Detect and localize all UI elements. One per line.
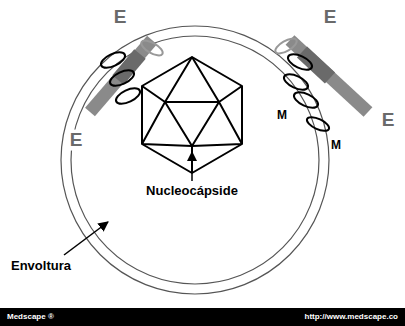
- leader-arrow: [191, 152, 193, 181]
- protein-label: E: [381, 110, 396, 131]
- watermark: http://www.medscape.co: [304, 313, 400, 322]
- protein-label: M: [276, 109, 288, 122]
- protein-label: E: [69, 130, 84, 151]
- part-name: Nucleocápside: [145, 184, 239, 198]
- footer-bar: [0, 308, 405, 326]
- protein-label: E: [113, 7, 128, 28]
- protein-label: M: [330, 139, 342, 152]
- leader-arrow: [64, 222, 108, 255]
- right-spike: [273, 36, 368, 134]
- protein-label: E: [323, 7, 338, 28]
- envelope-inner: [71, 36, 319, 284]
- watermark: Medscape ®: [6, 313, 55, 322]
- left-spike: [90, 38, 165, 112]
- envelope-outer: [61, 26, 329, 294]
- part-name: Envoltura: [10, 259, 72, 273]
